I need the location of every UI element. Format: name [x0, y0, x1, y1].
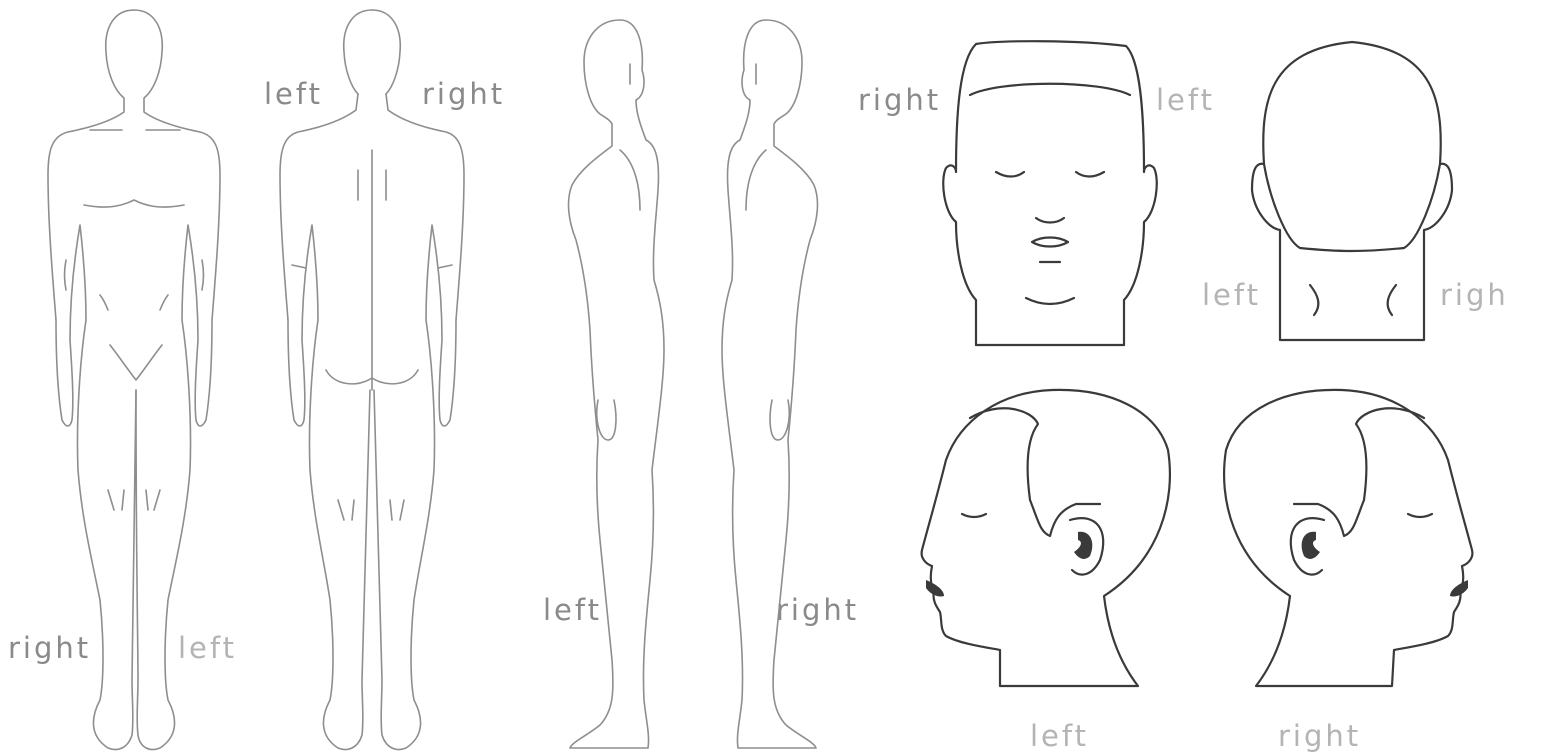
side-body-right-figure [722, 20, 817, 748]
front-right-label: right [8, 634, 91, 663]
back-body-figure [280, 10, 464, 749]
head-profile-left-figure [922, 390, 1170, 686]
side-left-label: left [543, 596, 602, 625]
side-right-label: right [776, 596, 859, 625]
head-back-figure [1252, 42, 1452, 340]
back-left-label: left [264, 80, 323, 109]
profile-left-lips [926, 580, 944, 597]
face-right-label: right [858, 86, 941, 115]
head-profile-right-figure [1224, 390, 1472, 686]
profile-right-lips [1450, 580, 1468, 597]
head-back-left-label: left [1202, 281, 1261, 310]
back-right-label: right [422, 80, 505, 109]
face-left-label: left [1156, 86, 1215, 115]
profile-left-ear-detail [1074, 532, 1092, 559]
profile-right-label: right [1278, 722, 1361, 751]
profile-right-ear-detail [1302, 532, 1320, 559]
front-left-label: left [178, 634, 237, 663]
profile-left-label: left [1030, 722, 1089, 751]
head-front-figure [943, 41, 1157, 345]
side-body-left-figure [569, 20, 664, 748]
head-back-right-label: righ [1440, 281, 1509, 310]
